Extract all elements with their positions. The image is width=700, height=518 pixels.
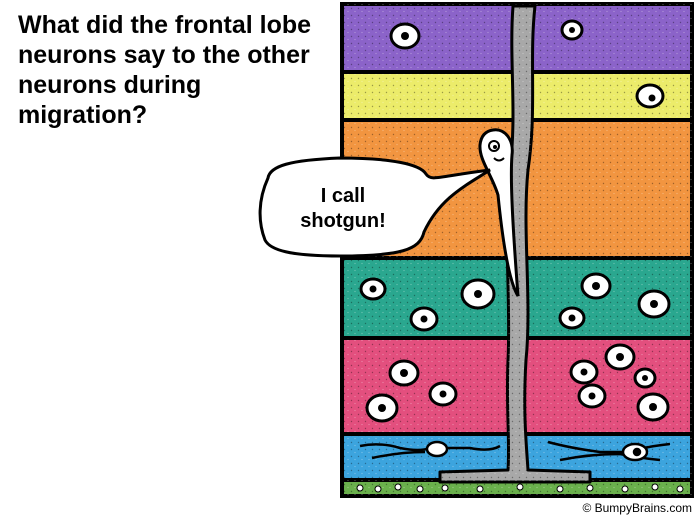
speech-bubble-text: I call shotgun! (300, 185, 386, 232)
layer-4-cells (359, 272, 671, 332)
neuron-mouth (493, 157, 505, 162)
layer-5-cells (365, 343, 670, 423)
layer-6-cells (359, 440, 671, 462)
question-text: What did the frontal lobe neurons say to… (18, 11, 312, 129)
layer-2-cells (635, 83, 665, 109)
speech-bubble (258, 156, 491, 258)
base-dots (356, 483, 684, 493)
copyright-credit: © BumpyBrains.com (582, 501, 692, 515)
layer-1-cells (389, 19, 584, 50)
